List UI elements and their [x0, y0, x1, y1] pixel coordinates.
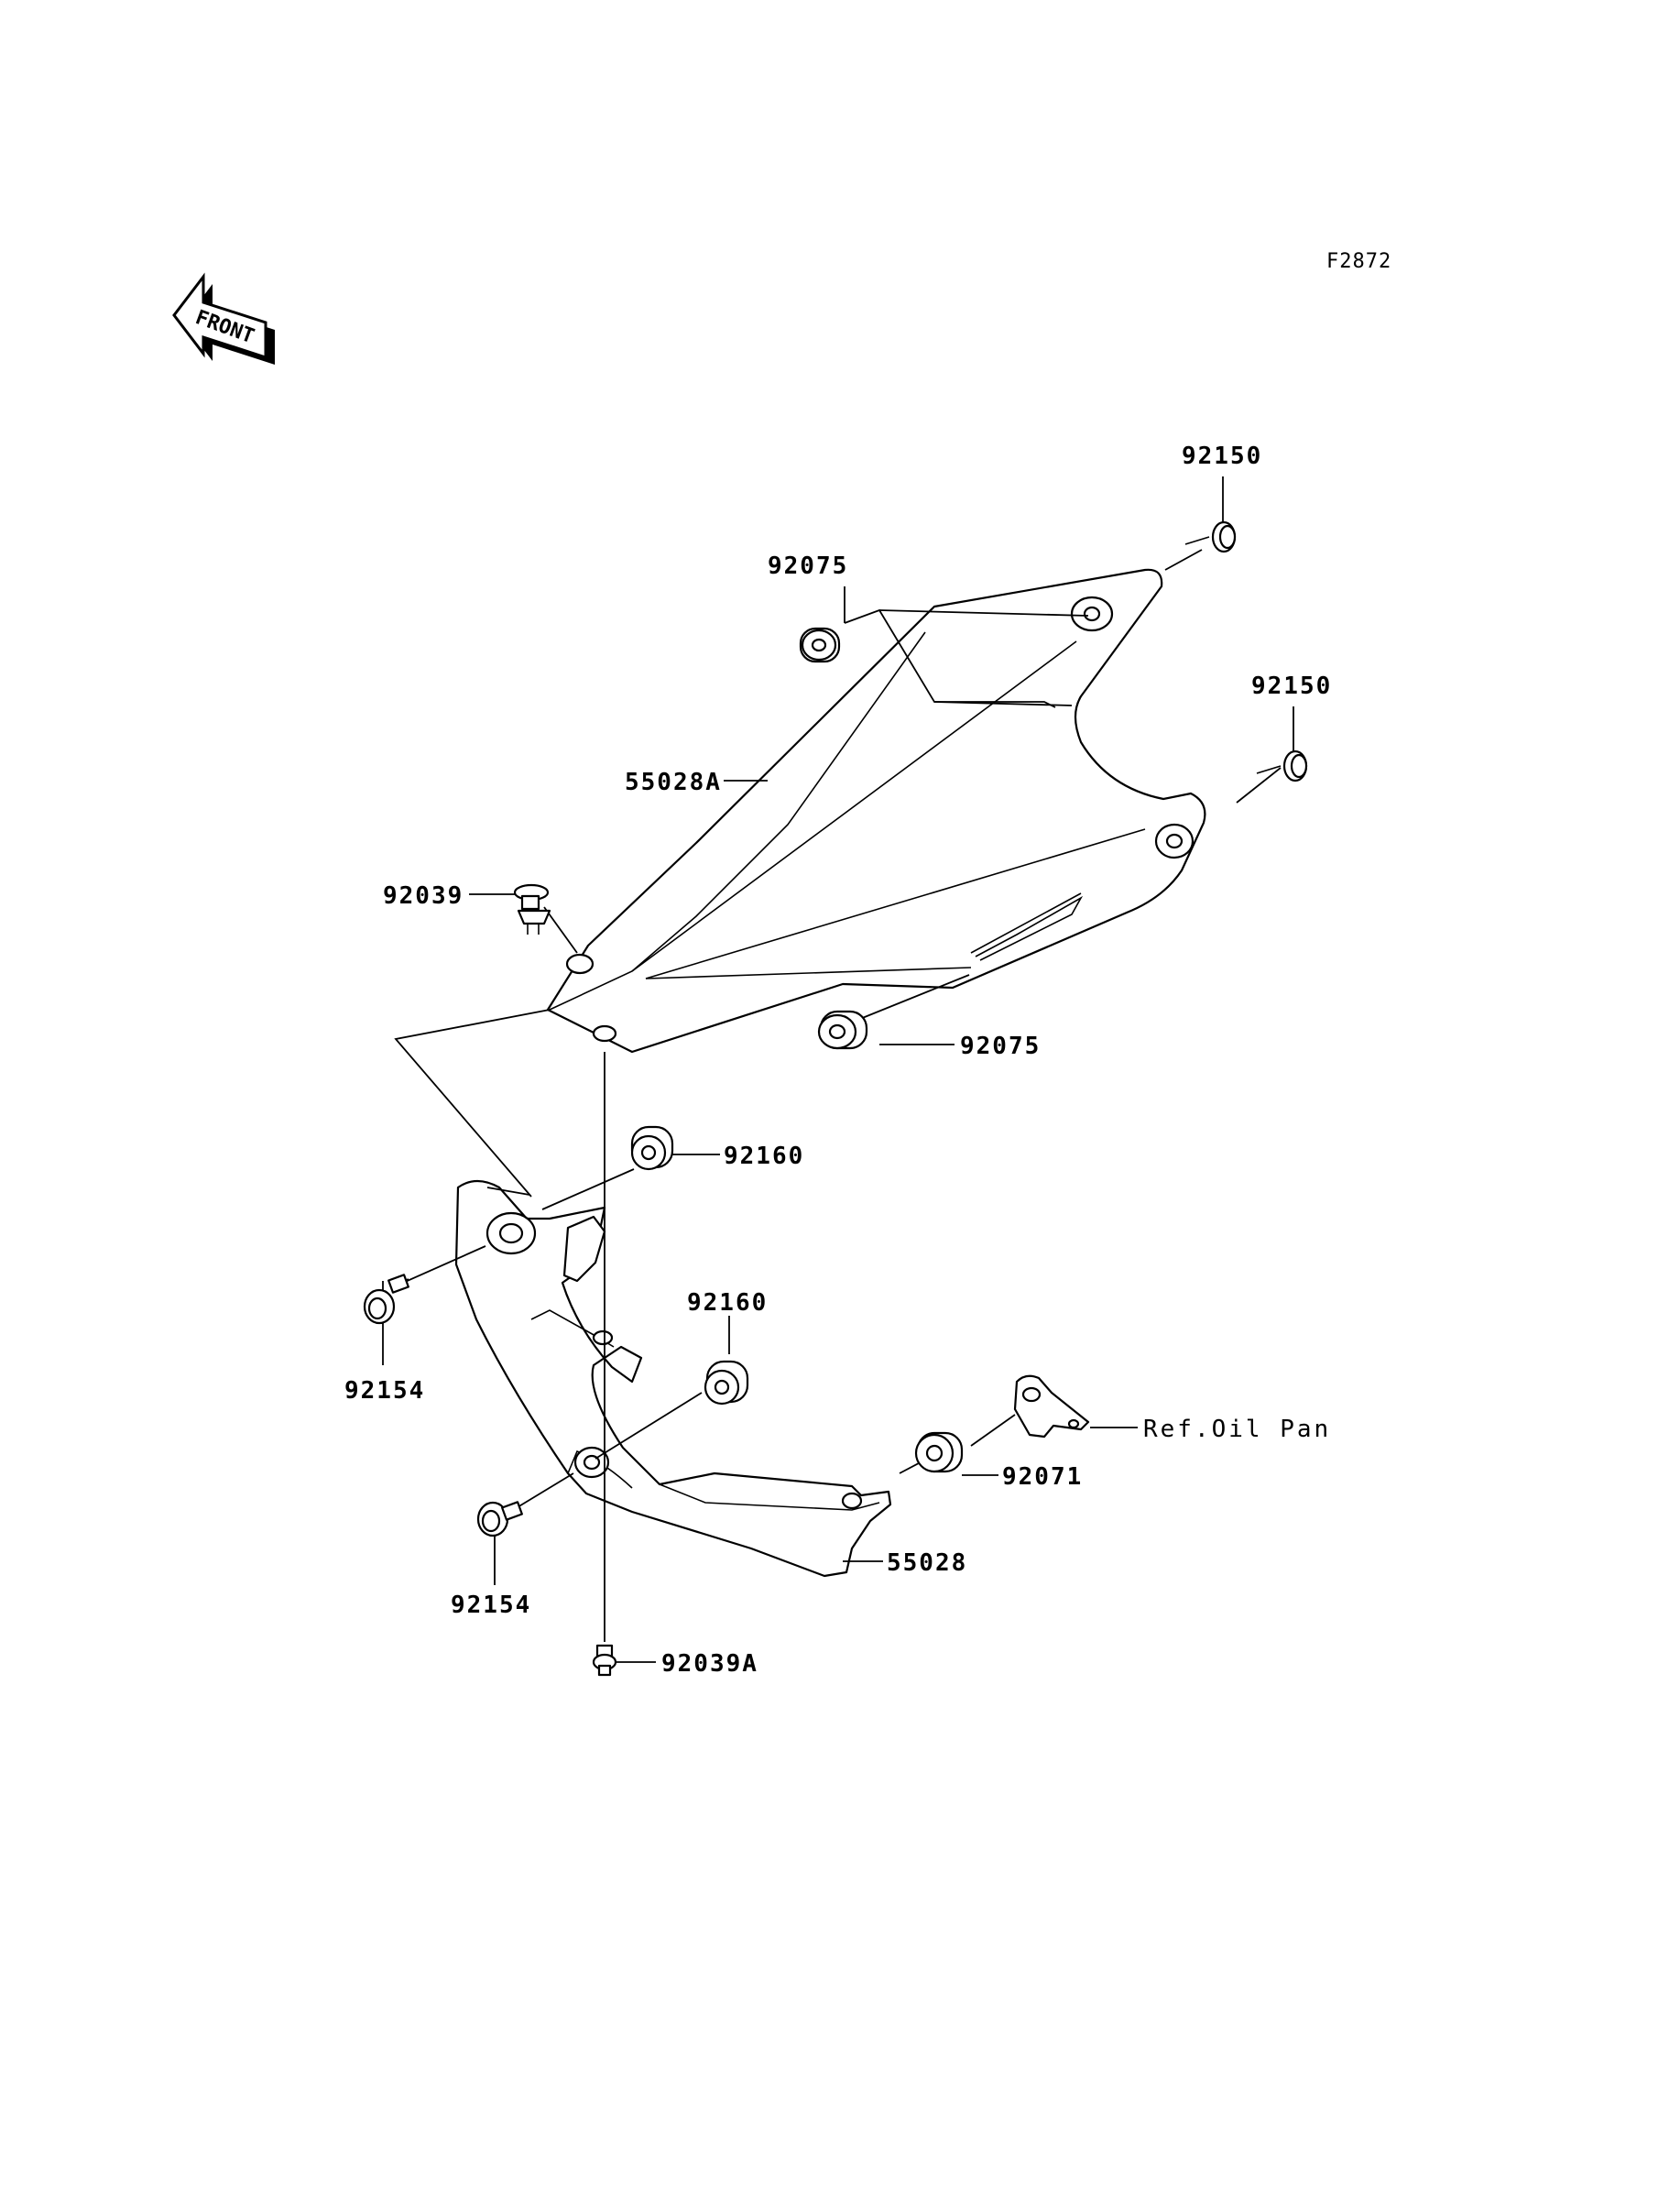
- label-92071: 92071: [1002, 1463, 1083, 1491]
- label-55028: 55028: [887, 1549, 967, 1577]
- lower-cowl-part: [454, 1179, 892, 1578]
- clip-92039a-icon: [592, 1644, 617, 1677]
- bolt-92150-top-icon: [1184, 520, 1237, 553]
- label-92154-top: 92154: [344, 1377, 425, 1405]
- label-92160-lower: 92160: [687, 1289, 768, 1317]
- label-55028a: 55028A: [625, 769, 722, 796]
- label-92150-mid: 92150: [1251, 673, 1332, 700]
- label-92039: 92039: [383, 882, 464, 910]
- grommet-92075-lower-icon: [817, 1010, 868, 1050]
- label-92075-lower: 92075: [960, 1033, 1041, 1060]
- damper-92160-upper-icon: [630, 1125, 674, 1171]
- label-ref-oil-pan: Ref.Oil Pan: [1143, 1416, 1331, 1443]
- clip-92039-icon: [513, 883, 551, 935]
- grommet-92075-upper-icon: [799, 627, 841, 663]
- label-92160-upper: 92160: [724, 1143, 804, 1170]
- bolt-92154-bottom-icon: [476, 1501, 523, 1537]
- label-92039a: 92039A: [661, 1650, 758, 1678]
- label-92075-upper: 92075: [768, 552, 848, 580]
- grommet-92071-icon: [914, 1431, 964, 1473]
- leader-lines: [382, 476, 1294, 1663]
- front-arrow-icon: FRONT: [172, 272, 275, 365]
- label-92154-bottom: 92154: [451, 1592, 531, 1619]
- bolt-92150-mid-icon: [1256, 749, 1308, 782]
- upper-cowl-part: [546, 568, 1206, 1054]
- oil-pan-bracket: [1013, 1374, 1090, 1439]
- label-92150-top: 92150: [1182, 443, 1262, 470]
- figure-code: F2872: [1326, 250, 1391, 273]
- bolt-92154-top-icon: [363, 1274, 409, 1325]
- damper-92160-lower-icon: [704, 1360, 749, 1406]
